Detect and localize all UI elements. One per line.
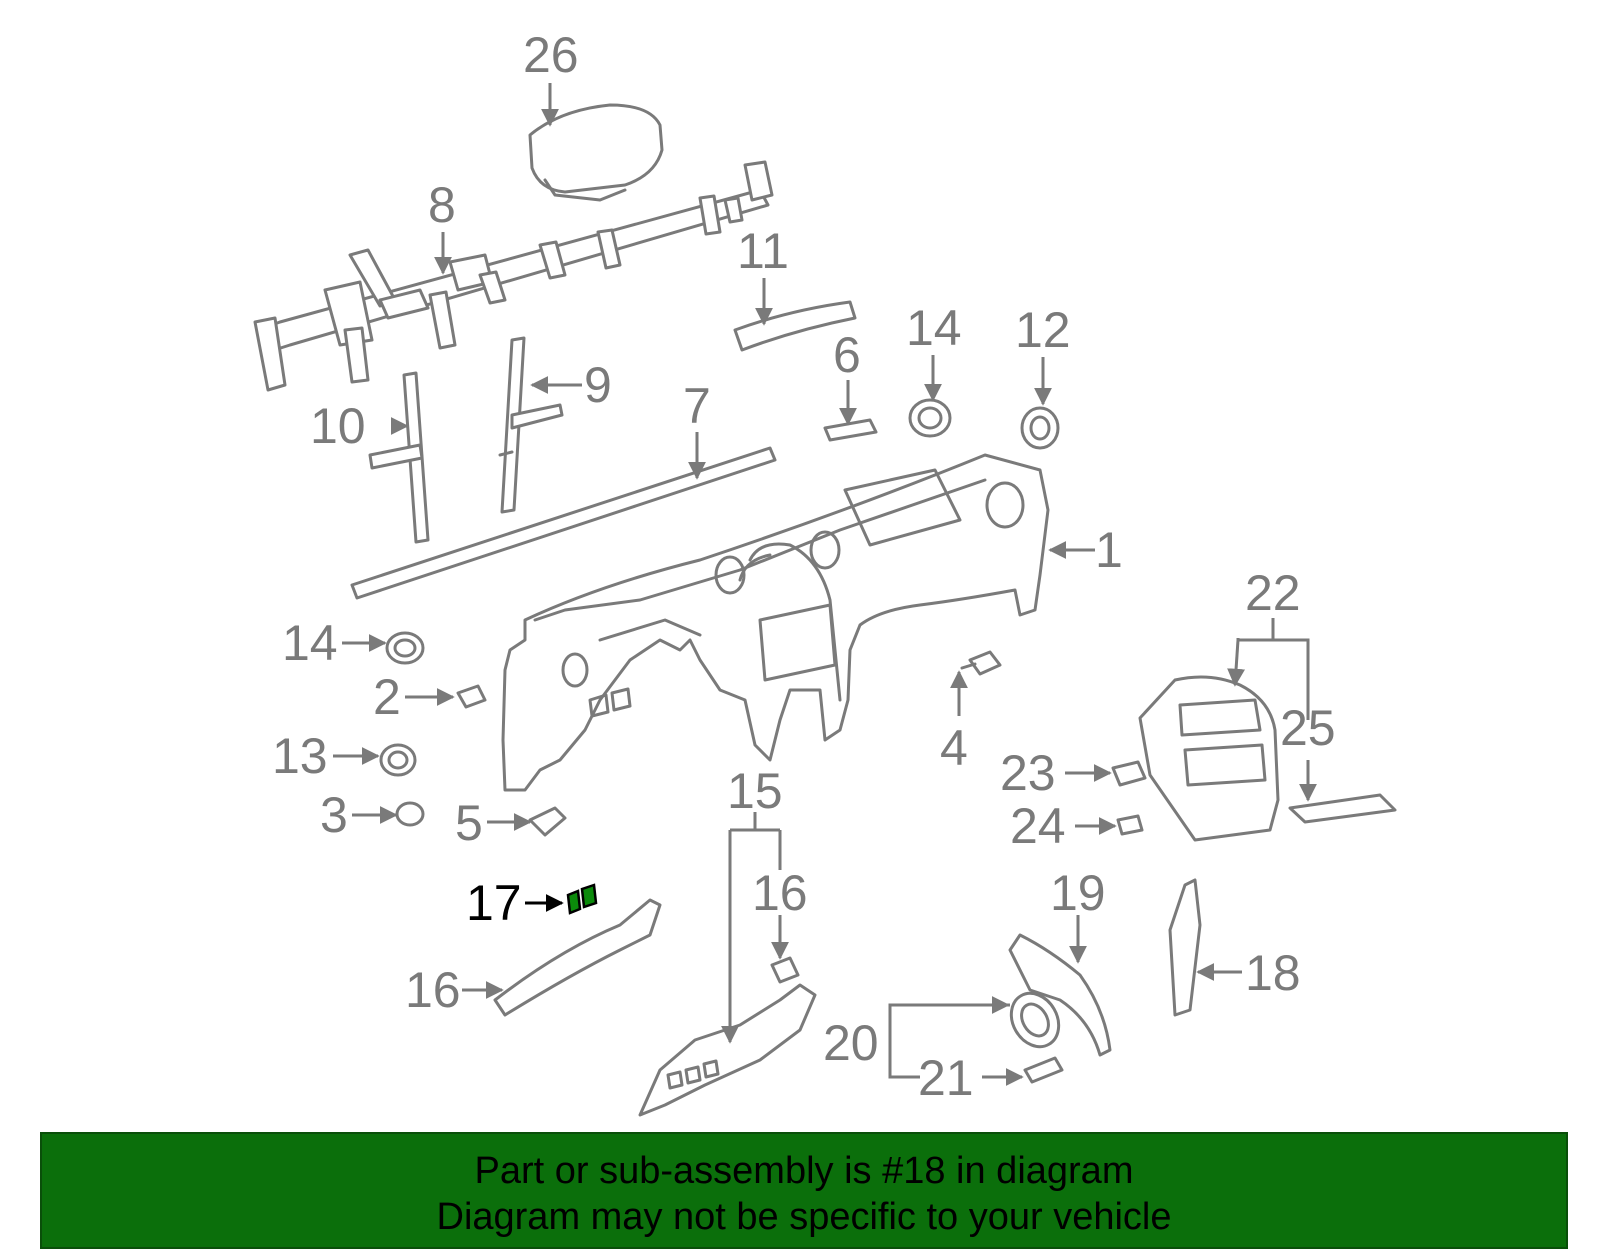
callout-16: 16 — [752, 865, 808, 921]
part-20-trim-panel — [1008, 933, 1112, 1057]
callout-21: 20 — [823, 1015, 879, 1071]
banner-line-2: Diagram may not be specific to your vehi… — [436, 1196, 1172, 1238]
part-6-clip — [823, 418, 878, 442]
callout-25: 24 — [1010, 798, 1066, 854]
part-19-trim — [1168, 878, 1202, 1017]
callout-14-left: 14 — [282, 615, 338, 671]
callout-23: 22 — [1245, 565, 1301, 621]
callout-8: 8 — [428, 177, 456, 233]
leader-lines — [333, 83, 1317, 1086]
part-3-knob — [395, 801, 425, 827]
callout-9: 9 — [584, 357, 612, 413]
part-5-clip — [528, 806, 567, 837]
part-17-bracket — [493, 898, 662, 1017]
callout-10: 10 — [310, 398, 366, 454]
callout-26: 25 — [1280, 700, 1336, 756]
callout-24: 23 — [1000, 745, 1056, 801]
part-18-clips — [566, 883, 598, 915]
part-13-vent — [379, 743, 417, 777]
callout-14-top: 14 — [906, 300, 962, 356]
part-24-clip — [1111, 760, 1147, 787]
part-12-vent — [1020, 406, 1060, 450]
part-14-vent-top — [908, 398, 952, 438]
part-8-reinforcement-beam — [253, 160, 774, 392]
callout-6: 6 — [833, 327, 861, 383]
callout-5: 5 — [455, 795, 483, 851]
part-14-vent-left — [385, 631, 425, 665]
part-1-instrument-panel — [501, 453, 1050, 792]
part-2-bolt — [456, 684, 487, 709]
part-22-switch — [1023, 1056, 1064, 1084]
callout-27: 26 — [523, 27, 579, 83]
callout-3: 3 — [320, 787, 348, 843]
callout-19: 18 — [1245, 945, 1301, 1001]
part-9-bracket — [498, 336, 564, 514]
part-26-pad — [1288, 793, 1397, 824]
callout-11: 11 — [737, 223, 789, 279]
part-27-airbag — [528, 103, 664, 202]
callout-2: 2 — [373, 669, 401, 725]
callout-15: 15 — [727, 763, 783, 819]
callout-18: 17 — [466, 875, 522, 931]
info-banner: Part or sub-assembly is #18 in diagram D… — [40, 1132, 1568, 1249]
callout-1: 1 — [1095, 522, 1123, 578]
part-7-molding — [350, 446, 777, 600]
part-25-clip — [1116, 814, 1144, 836]
part-23-center-bezel — [1138, 675, 1280, 842]
banner-line-1: Part or sub-assembly is #18 in diagram — [474, 1150, 1134, 1192]
callout-4: 4 — [940, 720, 968, 776]
callout-numbers: 26 8 11 14 12 6 9 10 7 1 22 14 2 25 4 13… — [272, 27, 1336, 1106]
callout-12: 12 — [1015, 302, 1071, 358]
part-16-clip — [770, 956, 800, 984]
callout-20: 19 — [1050, 865, 1106, 921]
callout-17: 16 — [405, 962, 461, 1018]
callout-13: 13 — [272, 728, 328, 784]
part-10-bracket — [368, 371, 430, 544]
callout-7: 7 — [683, 378, 711, 434]
callout-22: 21 — [918, 1050, 974, 1106]
part-21-ring — [1009, 991, 1061, 1049]
part-4-bracket — [960, 650, 1002, 676]
part-15-lower-panel — [638, 983, 817, 1117]
